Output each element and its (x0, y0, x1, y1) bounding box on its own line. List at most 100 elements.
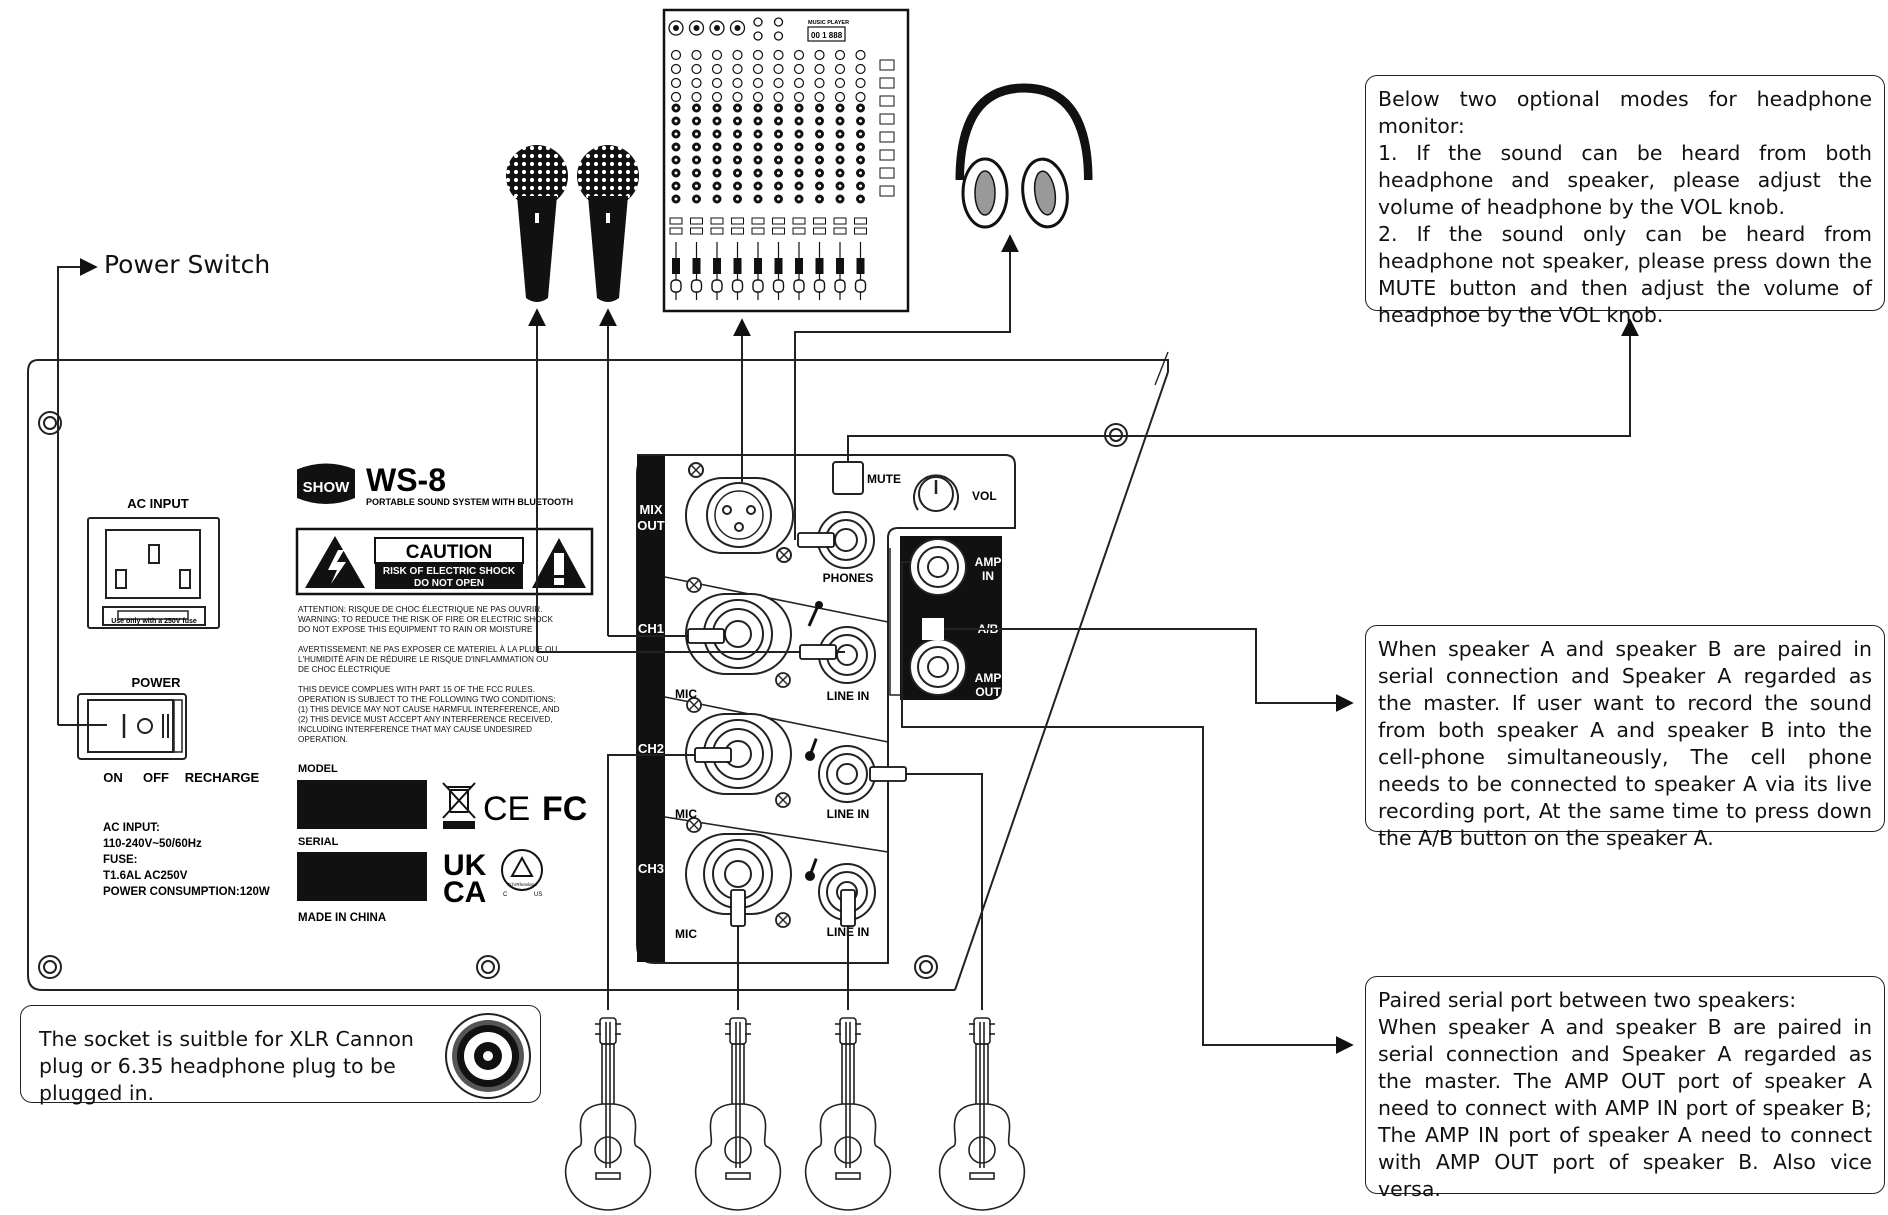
svg-text:POWER CONSUMPTION:120W: POWER CONSUMPTION:120W (103, 886, 270, 898)
speaker-rear-panel (27, 351, 1169, 991)
connection-lines (57, 234, 1639, 1054)
channel-labels: MIX OUT CH1 CH2 CH3 (637, 502, 665, 876)
mic-icon (807, 601, 823, 627)
phones-jack[interactable] (817, 511, 875, 569)
switch-off-label: OFF (143, 770, 169, 785)
svg-text:OPERATION.: OPERATION. (298, 735, 348, 744)
headphones-icon (955, 83, 1093, 229)
svg-text:MIC: MIC (675, 687, 697, 701)
brand-logo: SHOW (296, 463, 356, 504)
amp-in-jack[interactable] (909, 538, 967, 596)
ac-input-socket[interactable]: Use only with a 250V fuse (87, 517, 220, 629)
svg-text:CH2: CH2 (638, 741, 664, 756)
fc-mark: FC (542, 790, 587, 828)
svg-text:AVERTISSEMENT: NE PAS EXPOSER: AVERTISSEMENT: NE PAS EXPOSER CE MATERIE… (298, 644, 557, 654)
svg-text:(2) THIS DEVICE MUST ACCEPT AN: (2) THIS DEVICE MUST ACCEPT ANY INTERFER… (298, 715, 553, 724)
power-switch[interactable] (77, 693, 187, 760)
ce-mark: CE (483, 790, 530, 828)
model-label: MODEL (298, 763, 338, 775)
ukca-mark-bottom: CA (443, 876, 486, 909)
serial-label: SERIAL (298, 836, 339, 848)
microphone-icon (577, 145, 639, 302)
svg-text:IN: IN (982, 569, 994, 583)
vol-label: VOL (972, 489, 997, 503)
guitar-icon (805, 738, 818, 761)
ch3-combo-jack[interactable] (685, 817, 792, 928)
power-title: POWER (131, 675, 181, 690)
svg-text:CH3: CH3 (638, 861, 664, 876)
svg-text:LINE IN: LINE IN (827, 689, 870, 703)
guitar-icon (694, 1017, 782, 1211)
svg-text:C: C (503, 892, 508, 898)
svg-text:(1) THIS DEVICE MAY NOT CAUSE: (1) THIS DEVICE MAY NOT CAUSE HARMFUL IN… (298, 705, 560, 714)
svg-text:MIC: MIC (675, 927, 697, 941)
tuv-mark: TÜVRheinland C US (501, 849, 543, 898)
guitar-icon (564, 1017, 652, 1211)
ab-recording-note: When speaker A and speaker B are paired … (1365, 625, 1885, 850)
mixer-icon: MUSIC PLAYER 00 1 888 (662, 8, 910, 313)
svg-text:MIX: MIX (639, 502, 662, 517)
ac-input-title: AC INPUT (127, 496, 188, 511)
svg-text:MIC: MIC (675, 807, 697, 821)
svg-text:US: US (534, 892, 542, 898)
svg-text:CH1: CH1 (638, 621, 664, 636)
svg-text:AMP: AMP (975, 671, 1002, 685)
serial-plate (297, 852, 427, 901)
svg-text:110-240V~50/60Hz: 110-240V~50/60Hz (103, 838, 202, 850)
mic-labels: MIC MIC MIC (675, 687, 697, 941)
svg-text:T1.6AL AC250V: T1.6AL AC250V (103, 870, 188, 882)
svg-text:AC INPUT:: AC INPUT: (103, 822, 160, 834)
guitar-icon (804, 1017, 892, 1211)
power-switch-label: Power Switch (104, 250, 271, 279)
svg-text:ATTENTION: RISQUE DE CHOC ÉLEC: ATTENTION: RISQUE DE CHOC ÉLECTRIQUE NE … (298, 604, 542, 614)
ch2-combo-jack[interactable] (685, 697, 792, 808)
switch-on-label: ON (103, 770, 123, 785)
svg-text:DO NOT EXPOSE THIS EQUIPMENT T: DO NOT EXPOSE THIS EQUIPMENT TO RAIN OR … (298, 625, 533, 634)
vol-knob[interactable] (913, 474, 959, 512)
fuse-note: Use only with a 250V fuse (111, 618, 197, 625)
microphone-icon (506, 145, 568, 302)
svg-text:AMP: AMP (975, 555, 1002, 569)
paired-serial-note: Paired serial port between two speakers:… (1365, 976, 1885, 1201)
svg-text:SHOW: SHOW (303, 479, 351, 496)
amp-labels: AMP IN A/B AMP OUT (975, 555, 1002, 699)
svg-text:OUT: OUT (975, 685, 1001, 699)
svg-text:OPERATION IS SUBJECT TO THE FO: OPERATION IS SUBJECT TO THE FOLLOWING TW… (298, 695, 555, 704)
svg-text:MUSIC PLAYER: MUSIC PLAYER (808, 20, 849, 26)
svg-text:DO NOT OPEN: DO NOT OPEN (414, 578, 484, 589)
weee-bin-icon (442, 782, 476, 829)
svg-text:RISK OF ELECTRIC SHOCK: RISK OF ELECTRIC SHOCK (383, 566, 516, 577)
ab-button[interactable] (922, 618, 944, 640)
mute-label: MUTE (867, 472, 901, 486)
plug-icon (687, 532, 907, 927)
switch-recharge-label: RECHARGE (185, 770, 260, 785)
model-subtitle: PORTABLE SOUND SYSTEM WITH BLUETOOTH (366, 497, 573, 507)
svg-text:FUSE:: FUSE: (103, 854, 138, 866)
model-name: WS-8 (366, 462, 446, 498)
svg-text:TÜVRheinland: TÜVRheinland (507, 881, 537, 887)
svg-text:DE CHOC ÉLECTRIQUE: DE CHOC ÉLECTRIQUE (298, 664, 391, 674)
caution-label: CAUTION RISK OF ELECTRIC SHOCK DO NOT OP… (295, 527, 594, 596)
svg-text:THIS DEVICE COMPLIES WITH PART: THIS DEVICE COMPLIES WITH PART 15 OF THE… (298, 685, 535, 694)
headphone-monitor-note: Below two optional modes for headphone m… (1365, 75, 1885, 327)
amp-out-jack[interactable] (909, 638, 967, 696)
warning-text: ATTENTION: RISQUE DE CHOC ÉLECTRIQUE NE … (298, 604, 560, 744)
guitars (564, 1017, 1026, 1211)
svg-text:CAUTION: CAUTION (406, 542, 493, 563)
phones-label: PHONES (823, 571, 874, 585)
ukca-mark-top: UK (443, 849, 487, 882)
combo-socket-icon (445, 1013, 531, 1099)
ch1-line-in-jack[interactable] (818, 626, 876, 684)
mute-button[interactable] (832, 461, 864, 495)
power-specs: AC INPUT: 110-240V~50/60Hz FUSE: T1.6AL … (103, 822, 270, 898)
svg-text:LINE IN: LINE IN (827, 807, 870, 821)
svg-text:00 1 888: 00 1 888 (811, 31, 843, 40)
ch2-line-in-jack[interactable] (818, 745, 876, 803)
model-plate (297, 780, 427, 829)
ch1-combo-jack[interactable] (685, 577, 792, 688)
mixer-channel-strips (668, 17, 895, 300)
svg-text:INCLUDING INTERFERENCE THAT MA: INCLUDING INTERFERENCE THAT MAY CAUSE UN… (298, 725, 532, 734)
guitar-icon (938, 1017, 1026, 1211)
mix-out-xlr-jack[interactable] (685, 462, 794, 563)
